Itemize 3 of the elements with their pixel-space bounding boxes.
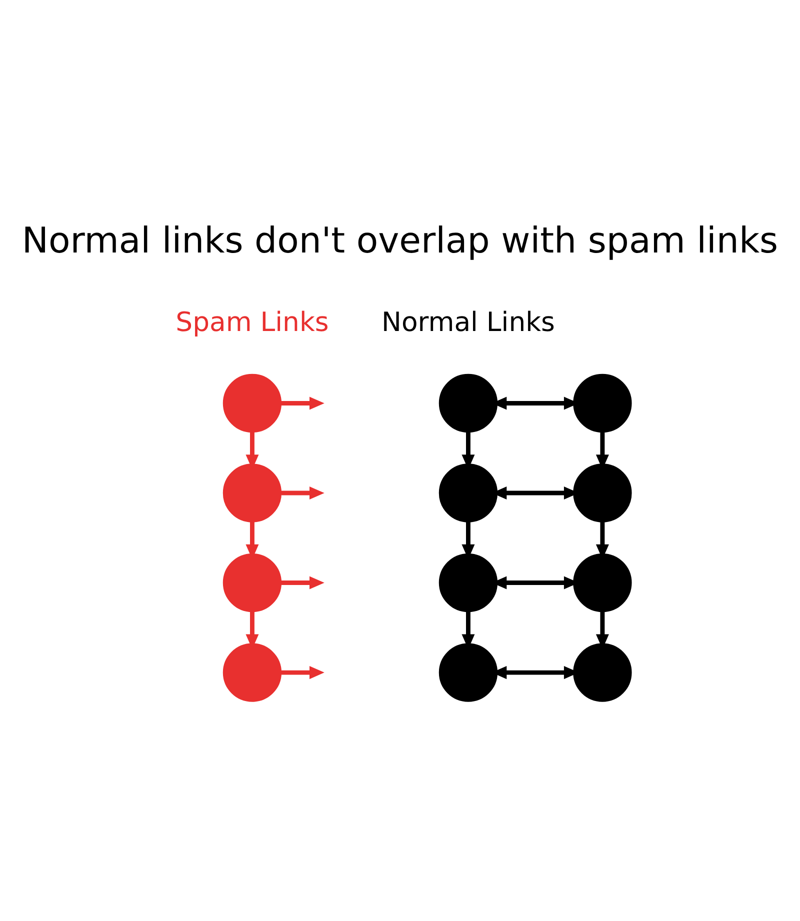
label: Spam Links [176,306,329,338]
label: Normal Links [382,306,555,338]
diagram-title: Normal links don't overlap with spam links [22,220,778,262]
